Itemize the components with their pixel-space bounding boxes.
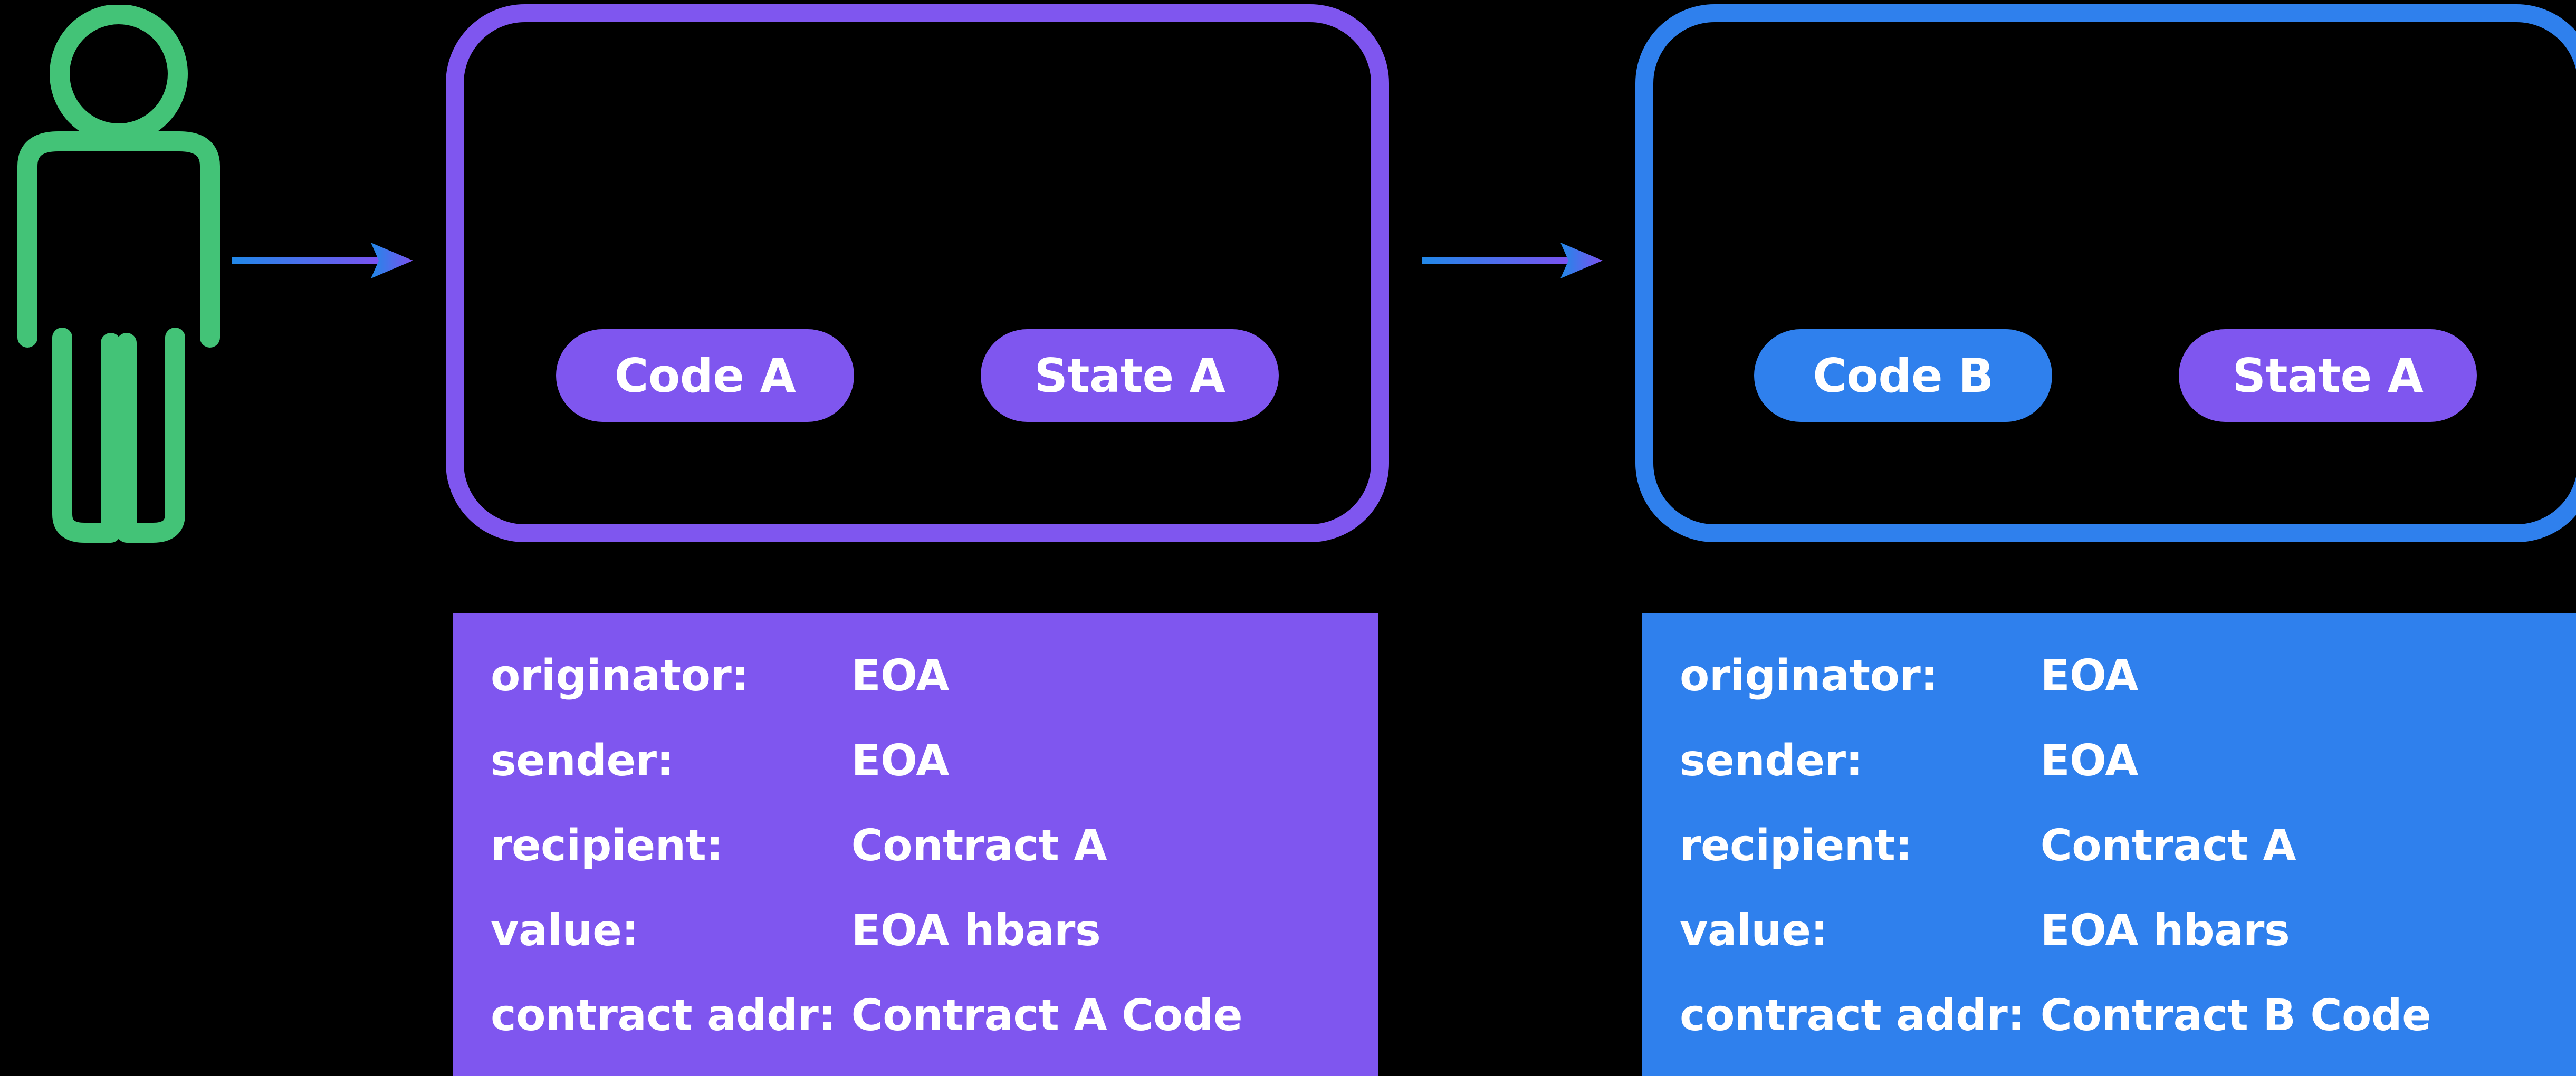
field-value-sender: EOA bbox=[2040, 736, 2139, 786]
contract-b-box: Code B State A bbox=[1635, 4, 2576, 542]
field-value-value: EOA hbars bbox=[2040, 906, 2290, 956]
field-label-sender: sender: bbox=[1680, 736, 1863, 786]
pill-code-a[interactable]: Code A bbox=[556, 329, 854, 422]
field-value-originator: EOA bbox=[2040, 651, 2139, 701]
table-row: originator: EOA bbox=[491, 651, 1242, 736]
pill-state-a[interactable]: State A bbox=[981, 329, 1279, 422]
table-row: value: EOA hbars bbox=[1680, 906, 2431, 991]
field-value-originator: EOA bbox=[851, 651, 950, 701]
pill-state-a-2[interactable]: State A bbox=[2179, 329, 2477, 422]
field-label-recipient: recipient: bbox=[491, 821, 723, 871]
table-row: contract addr: Contract A Code bbox=[491, 991, 1243, 1041]
field-value-recipient: Contract A bbox=[2040, 821, 2296, 871]
field-value-contract-addr: Contract A Code bbox=[851, 991, 1243, 1041]
eoa-actor bbox=[11, 5, 232, 549]
table-row: recipient: Contract A bbox=[1680, 821, 2431, 906]
contract-b-pills: Code B State A bbox=[1653, 329, 2576, 422]
arrow-eoa-to-contract-a bbox=[211, 214, 464, 298]
field-label-value: value: bbox=[491, 906, 639, 956]
details-table-b: originator: EOA sender: EOA recipient: C… bbox=[1680, 651, 2431, 1041]
table-row: originator: EOA bbox=[1680, 651, 2431, 736]
contract-a-pills: Code A State A bbox=[464, 329, 1371, 422]
table-row: contract addr: Contract B Code bbox=[1680, 991, 2431, 1041]
pill-code-b[interactable]: Code B bbox=[1754, 329, 2052, 422]
field-value-value: EOA hbars bbox=[851, 906, 1101, 956]
transaction-details-panel-b: originator: EOA sender: EOA recipient: C… bbox=[1642, 613, 2576, 1076]
field-label-value: value: bbox=[1680, 906, 1828, 956]
field-label-sender: sender: bbox=[491, 736, 674, 786]
details-table-a: originator: EOA sender: EOA recipient: C… bbox=[491, 651, 1243, 1041]
field-label-contract-addr: contract addr: bbox=[491, 991, 836, 1041]
contract-a-box: Code A State A bbox=[446, 4, 1389, 542]
table-row: sender: EOA bbox=[1680, 736, 2431, 821]
table-row: value: EOA hbars bbox=[491, 906, 1242, 991]
arrow-contract-a-to-contract-b bbox=[1398, 214, 1651, 298]
field-label-originator: originator: bbox=[1680, 651, 1938, 701]
table-row: sender: EOA bbox=[491, 736, 1242, 821]
person-icon bbox=[17, 5, 220, 543]
field-value-recipient: Contract A bbox=[851, 821, 1107, 871]
field-label-contract-addr: contract addr: bbox=[1680, 991, 2025, 1041]
table-row: recipient: Contract A bbox=[491, 821, 1242, 906]
field-label-recipient: recipient: bbox=[1680, 821, 1912, 871]
field-value-sender: EOA bbox=[851, 736, 950, 786]
field-value-contract-addr: Contract B Code bbox=[2040, 991, 2431, 1041]
field-label-originator: originator: bbox=[491, 651, 749, 701]
transaction-details-panel-a: originator: EOA sender: EOA recipient: C… bbox=[453, 613, 1378, 1076]
